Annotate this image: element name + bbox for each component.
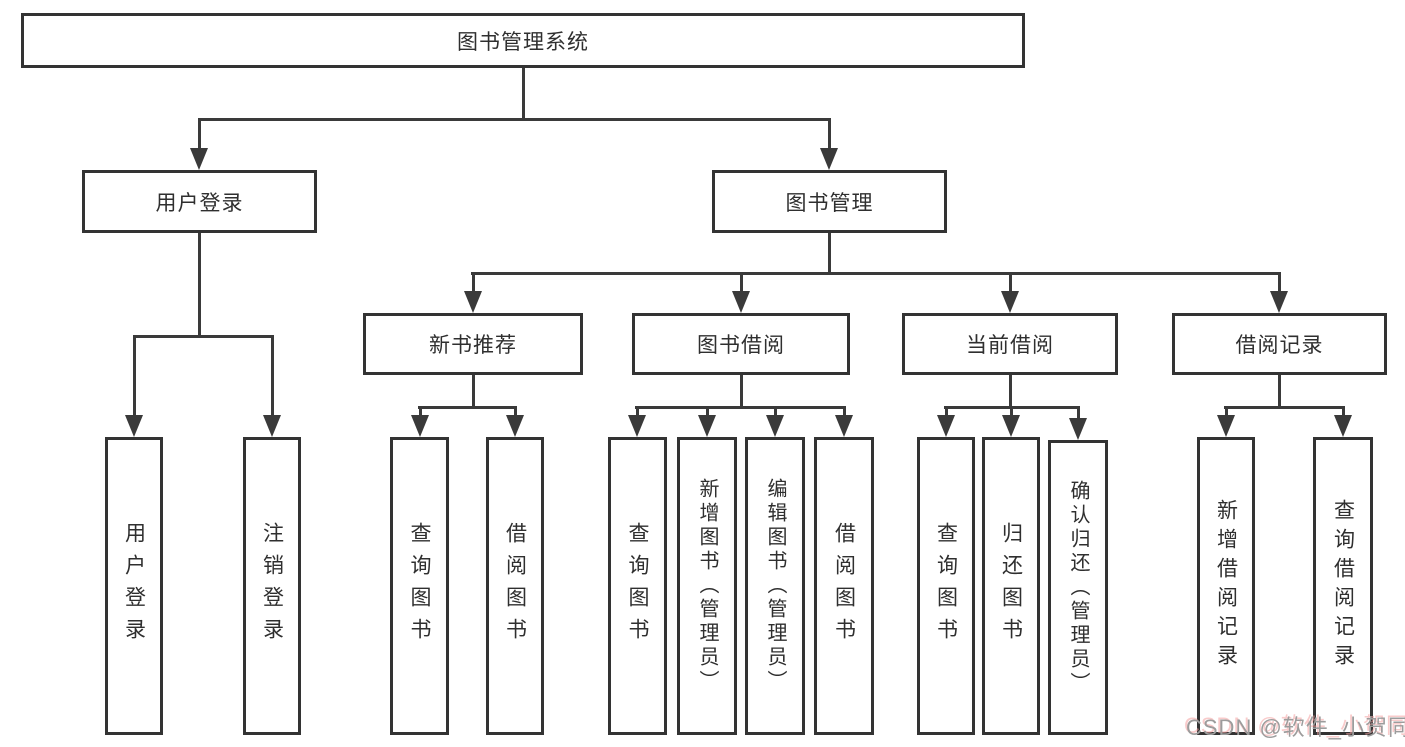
connector-line <box>739 375 743 408</box>
connector-line <box>1224 406 1345 409</box>
leaf-label: 借阅图书 <box>832 522 856 650</box>
leaf-logout: 注销登录 <box>243 437 301 735</box>
connector-line <box>773 406 777 419</box>
leaf-label: 注销登录 <box>260 522 284 650</box>
arrow-down-icon <box>506 415 524 437</box>
leaf-label: 新增图书（管理员） <box>696 478 718 694</box>
leaf-label: 新增借阅记录 <box>1214 499 1238 673</box>
connector-line <box>1009 406 1013 419</box>
connector-line <box>197 118 201 152</box>
leaf-borrow-book-recommend: 借阅图书 <box>486 437 544 735</box>
arrow-down-icon <box>464 291 482 313</box>
node-current-borrow: 当前借阅 <box>902 313 1118 375</box>
connector-line <box>842 406 846 419</box>
connector-line <box>705 406 709 419</box>
arrow-down-icon <box>1217 415 1235 437</box>
connector-line <box>1277 272 1281 295</box>
arrow-down-icon <box>263 415 281 437</box>
node-library-system: 图书管理系统 <box>21 13 1025 68</box>
leaf-user-login: 用户登录 <box>105 437 163 735</box>
leaf-query-book-borrow: 查询图书 <box>608 437 667 735</box>
connector-line <box>1008 375 1012 408</box>
arrow-down-icon <box>698 415 716 437</box>
leaf-label: 编辑图书（管理员） <box>764 478 786 694</box>
arrow-down-icon <box>628 415 646 437</box>
connector-line <box>418 406 422 419</box>
arrow-down-icon <box>1002 415 1020 437</box>
connector-line <box>513 406 517 419</box>
connector-line <box>827 233 831 274</box>
connector-line <box>471 272 475 295</box>
connector-line <box>1008 272 1012 295</box>
leaf-label: 查询图书 <box>626 522 649 650</box>
arrow-down-icon <box>732 291 750 313</box>
connector-line <box>1341 406 1345 419</box>
connector-line <box>471 375 475 408</box>
node-book-management: 图书管理 <box>712 170 947 233</box>
arrow-down-icon <box>1069 418 1087 440</box>
connector-line <box>197 233 201 337</box>
leaf-add-borrow-record: 新增借阅记录 <box>1197 437 1255 735</box>
leaf-add-book-admin: 新增图书（管理员） <box>677 437 737 735</box>
connector-line <box>1277 375 1281 408</box>
leaf-confirm-return-admin: 确认归还（管理员） <box>1048 440 1108 735</box>
arrow-down-icon <box>125 415 143 437</box>
connector-line <box>198 118 831 121</box>
arrow-down-icon <box>1334 415 1352 437</box>
connector-line <box>739 272 743 295</box>
connector-line <box>418 406 517 409</box>
leaf-query-borrow-record: 查询借阅记录 <box>1313 437 1373 735</box>
arrow-down-icon <box>766 415 784 437</box>
connector-line <box>270 335 274 419</box>
leaf-query-book-current: 查询图书 <box>917 437 975 735</box>
arrow-down-icon <box>1001 291 1019 313</box>
arrow-down-icon <box>937 415 955 437</box>
leaf-query-book-recommend: 查询图书 <box>390 437 449 735</box>
leaf-label: 确认归还（管理员） <box>1067 479 1089 696</box>
leaf-label: 查询借阅记录 <box>1331 499 1355 673</box>
connector-line <box>635 406 639 419</box>
connector-line <box>133 335 273 338</box>
arrow-down-icon <box>411 415 429 437</box>
leaf-label: 查询图书 <box>408 522 431 650</box>
connector-line <box>521 68 525 120</box>
leaf-label: 归还图书 <box>999 522 1023 650</box>
node-new-book-recommend: 新书推荐 <box>363 313 583 375</box>
node-user-login: 用户登录 <box>82 170 317 233</box>
node-borrow-records: 借阅记录 <box>1172 313 1387 375</box>
arrow-down-icon <box>1270 291 1288 313</box>
connector-line <box>827 118 831 152</box>
connector-line <box>1224 406 1228 419</box>
arrow-down-icon <box>190 148 208 170</box>
leaf-label: 查询图书 <box>934 522 958 650</box>
arrow-down-icon <box>835 415 853 437</box>
connector-line <box>1076 406 1080 419</box>
connector-line <box>944 406 948 419</box>
connector-line <box>635 406 845 409</box>
connector-line <box>132 335 136 419</box>
leaf-return-book: 归还图书 <box>982 437 1040 735</box>
leaf-label: 用户登录 <box>122 522 146 650</box>
node-book-borrow: 图书借阅 <box>632 313 850 375</box>
arrow-down-icon <box>820 148 838 170</box>
leaf-label: 借阅图书 <box>503 522 527 650</box>
leaf-borrow-book: 借阅图书 <box>814 437 874 735</box>
csdn-watermark: CSDN @软件_小贺同学 <box>1186 715 1405 740</box>
leaf-edit-book-admin: 编辑图书（管理员） <box>745 437 805 735</box>
connector-line <box>471 272 1281 275</box>
